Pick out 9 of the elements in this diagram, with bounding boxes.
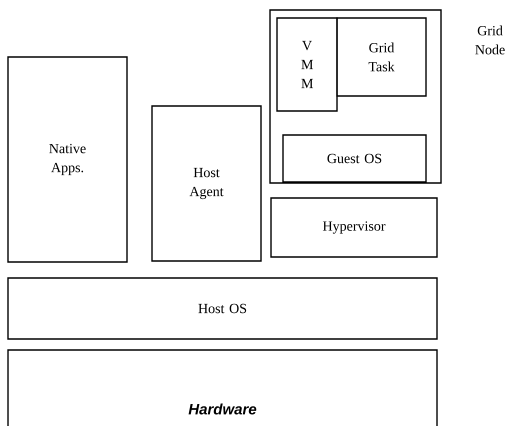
node-label: Grid Node bbox=[475, 26, 505, 54]
layer-box: Native Apps. bbox=[7, 56, 128, 263]
layer-box: Hardware bbox=[7, 349, 438, 426]
layer-box: Host Agent bbox=[151, 105, 262, 262]
layer-box: Guest OS bbox=[282, 134, 427, 183]
layer-box: V M M bbox=[276, 17, 338, 112]
layer-box: Hypervisor bbox=[270, 197, 438, 258]
layer-box: Host OS bbox=[7, 277, 438, 340]
layer-box: Grid Task bbox=[336, 17, 427, 97]
